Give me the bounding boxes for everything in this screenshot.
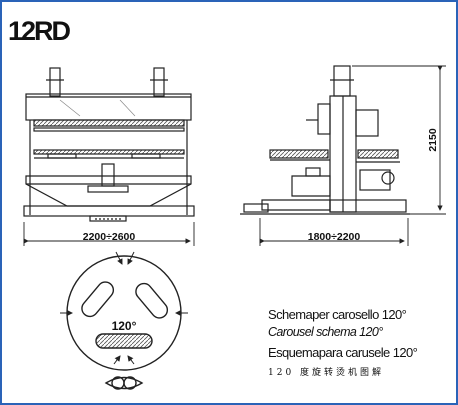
height-label: 2150 bbox=[427, 128, 439, 152]
carousel-schema bbox=[60, 251, 188, 390]
caption-italian: Schemaper carosello 120° bbox=[268, 307, 407, 322]
carousel-angle-label: 120° bbox=[112, 319, 137, 333]
model-title: 12RD bbox=[8, 16, 71, 46]
side-dimension bbox=[259, 218, 409, 246]
caption-english: Carousel schema 120° bbox=[268, 325, 383, 339]
caption-chinese: 120 度旋转烫机图解 bbox=[268, 368, 385, 378]
side-view bbox=[240, 65, 410, 215]
front-view bbox=[23, 67, 195, 222]
height-dimension bbox=[352, 65, 446, 215]
side-width-label: 1800÷2200 bbox=[308, 231, 361, 243]
front-width-label: 2200÷2600 bbox=[83, 231, 136, 243]
front-dimension bbox=[23, 222, 195, 246]
caption-spanish: Esquemapara carusele 120° bbox=[268, 345, 418, 360]
